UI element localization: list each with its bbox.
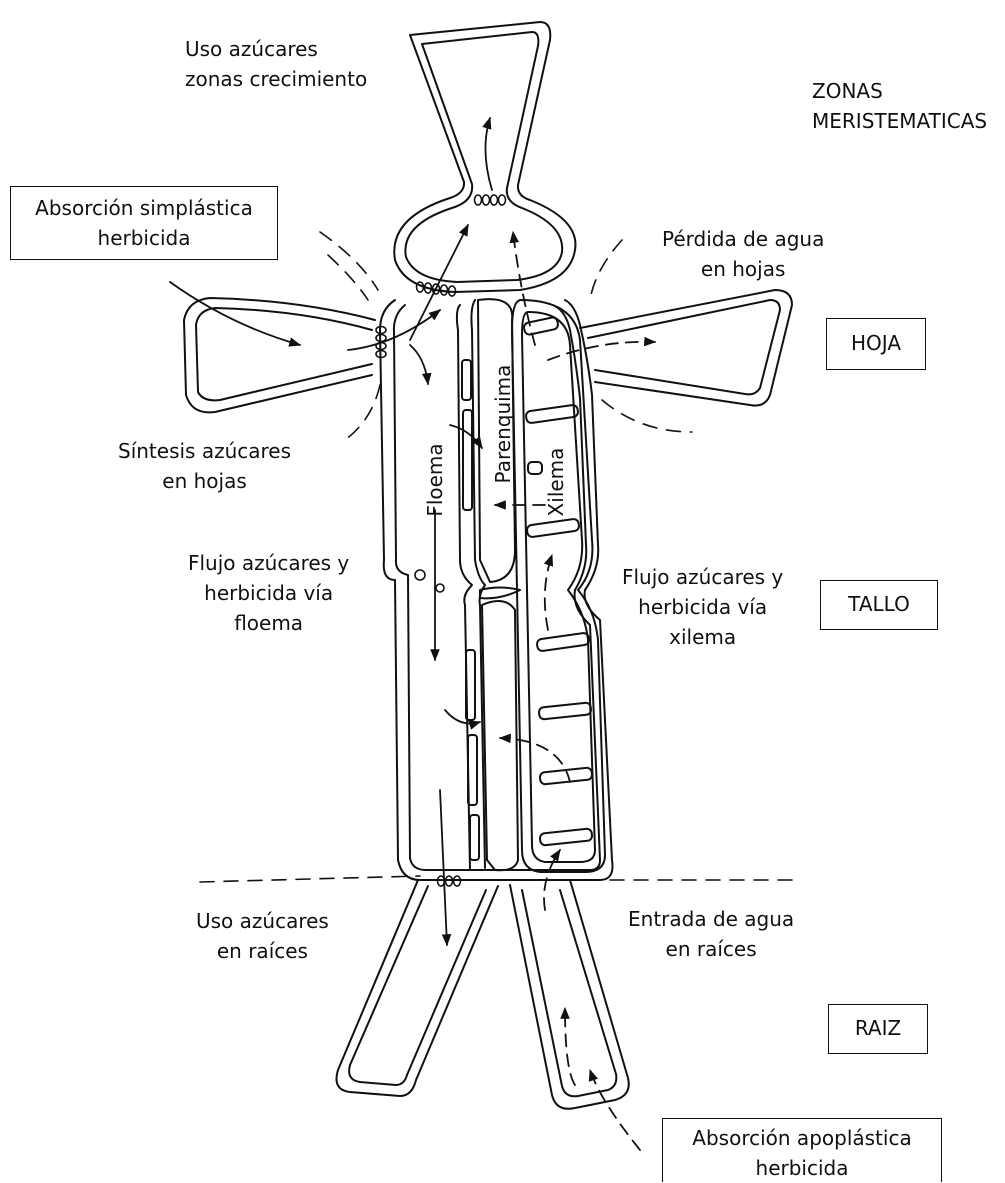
arrow-root-water xyxy=(565,1008,575,1085)
box-raiz: RAIZ xyxy=(828,1004,928,1054)
arrow-xylem-lower-left xyxy=(500,738,570,782)
left-leaf-inner xyxy=(196,308,372,400)
arrow-into-phloem xyxy=(410,345,428,384)
box-tallo: TALLO xyxy=(820,580,938,630)
left-leaf-outer xyxy=(184,298,375,412)
arrow-apex-up xyxy=(485,118,492,190)
label-xilema: Xilema xyxy=(544,442,568,522)
arrow-parenchyma-in xyxy=(450,425,482,448)
arrow-xylem-up xyxy=(545,555,552,630)
label-parenquima: Parenquima xyxy=(491,364,515,484)
parenchyma-lower xyxy=(482,601,518,870)
box-hoja: HOJA xyxy=(826,318,926,370)
arrow-leaf-water xyxy=(548,342,655,360)
arrow-phloem-root xyxy=(440,790,447,945)
apex-inner xyxy=(405,32,562,282)
label-floema: Floema xyxy=(423,435,447,525)
phloem-wall-left xyxy=(457,305,472,870)
arrow-simplastic-absorption xyxy=(170,282,300,345)
right-leaf-inner xyxy=(588,300,780,394)
left-root-inner xyxy=(349,886,486,1085)
